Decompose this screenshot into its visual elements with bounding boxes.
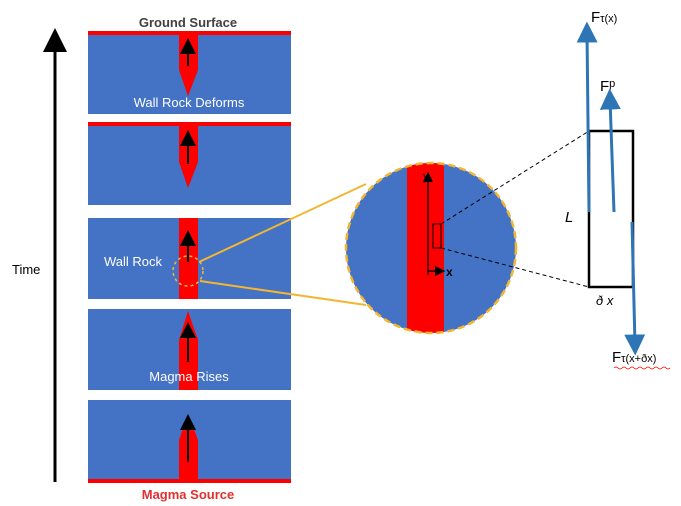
x-axis-label: x	[446, 265, 453, 279]
width-label: ð x	[596, 293, 614, 308]
shear-force-top-label: Fτ(x)	[591, 9, 617, 26]
ground-surface-label: Ground Surface	[139, 15, 237, 30]
stage-magma-rises	[88, 309, 291, 390]
stage-wall-rock-deforms	[88, 31, 291, 114]
pressure-force-label: Fp	[600, 78, 615, 95]
stage-magma-source	[88, 400, 291, 483]
shear-force-bottom-arrow	[624, 221, 646, 356]
y-axis-label: y	[423, 169, 429, 183]
stage-wall-rock	[88, 218, 291, 299]
wall-rock-deforms-label: Wall Rock Deforms	[134, 95, 245, 110]
time-label: Time	[12, 262, 40, 277]
zoom-connector-bottom	[199, 280, 367, 306]
magma-rises-label: Magma Rises	[149, 369, 229, 384]
shear-force-bottom-label: Fτ(x+ðx)	[612, 349, 656, 366]
zoom-connector-top	[198, 183, 367, 263]
pressure-force-arrow	[599, 88, 621, 213]
length-label: L	[565, 209, 573, 226]
wall-rock-label: Wall Rock	[104, 254, 163, 269]
projection-line-bottom	[440, 247, 590, 288]
projection-line-top	[440, 130, 590, 225]
magma-source-label: Magma Source	[142, 487, 234, 502]
shear-force-top-arrow	[576, 21, 598, 213]
stage-dike-near-surface	[88, 122, 291, 205]
zoomed-dike-view	[344, 161, 518, 335]
element-rectangle	[432, 223, 442, 249]
spellcheck-underline	[613, 366, 671, 370]
